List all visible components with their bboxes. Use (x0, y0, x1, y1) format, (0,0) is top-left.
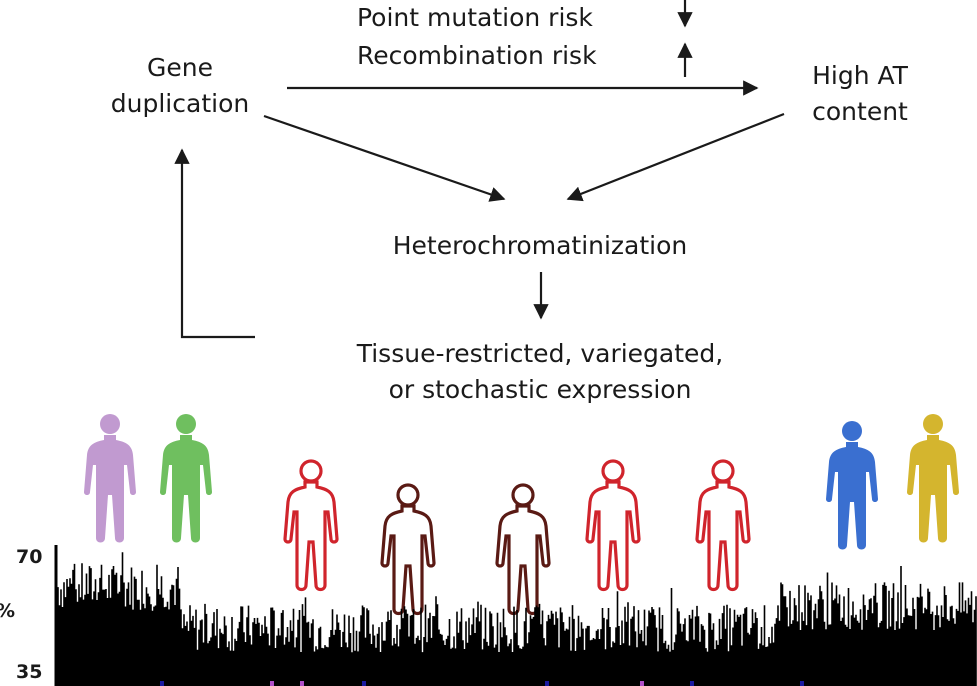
track-bars (57, 552, 977, 686)
high-at-line1: High AT (812, 61, 908, 90)
expression-line1: Tissue-restricted, variegated, (356, 339, 724, 368)
track-mark (362, 681, 366, 686)
track-y-min-label: 35 (16, 661, 43, 683)
gc-content-bars (57, 552, 977, 686)
track-y-max-label: 70 (16, 546, 43, 568)
recombination-risk-label: Recombination risk (357, 41, 597, 70)
track-y-unit-text: % (0, 600, 15, 622)
track-mark (640, 681, 644, 686)
point-mutation-risk-label: Point mutation risk (357, 3, 593, 32)
arrow-feedback-loop (174, 148, 255, 339)
high-at-content-label: High AT content (790, 58, 930, 131)
track-mark (270, 681, 274, 686)
track-mark (690, 681, 694, 686)
expression-line2: or stochastic expression (388, 375, 692, 405)
gene-duplication-line1: Gene (147, 53, 213, 82)
track-mark (545, 681, 549, 686)
track-baseline-marks (160, 681, 804, 686)
track-mark (300, 681, 304, 686)
arrow-at-to-hetero (566, 112, 785, 202)
gene-duplication-label: Gene duplication (100, 50, 260, 123)
track-y-unit-label: % (0, 600, 15, 622)
arrow-gene-to-hetero (263, 114, 506, 202)
heterochromatinization-label: Heterochromatinization (392, 231, 688, 260)
track-mark (160, 681, 164, 686)
high-at-line2: content (812, 97, 908, 127)
gene-duplication-line2: duplication (110, 89, 250, 119)
expression-label: Tissue-restricted, variegated, or stocha… (330, 336, 750, 409)
track-mark (800, 681, 804, 686)
